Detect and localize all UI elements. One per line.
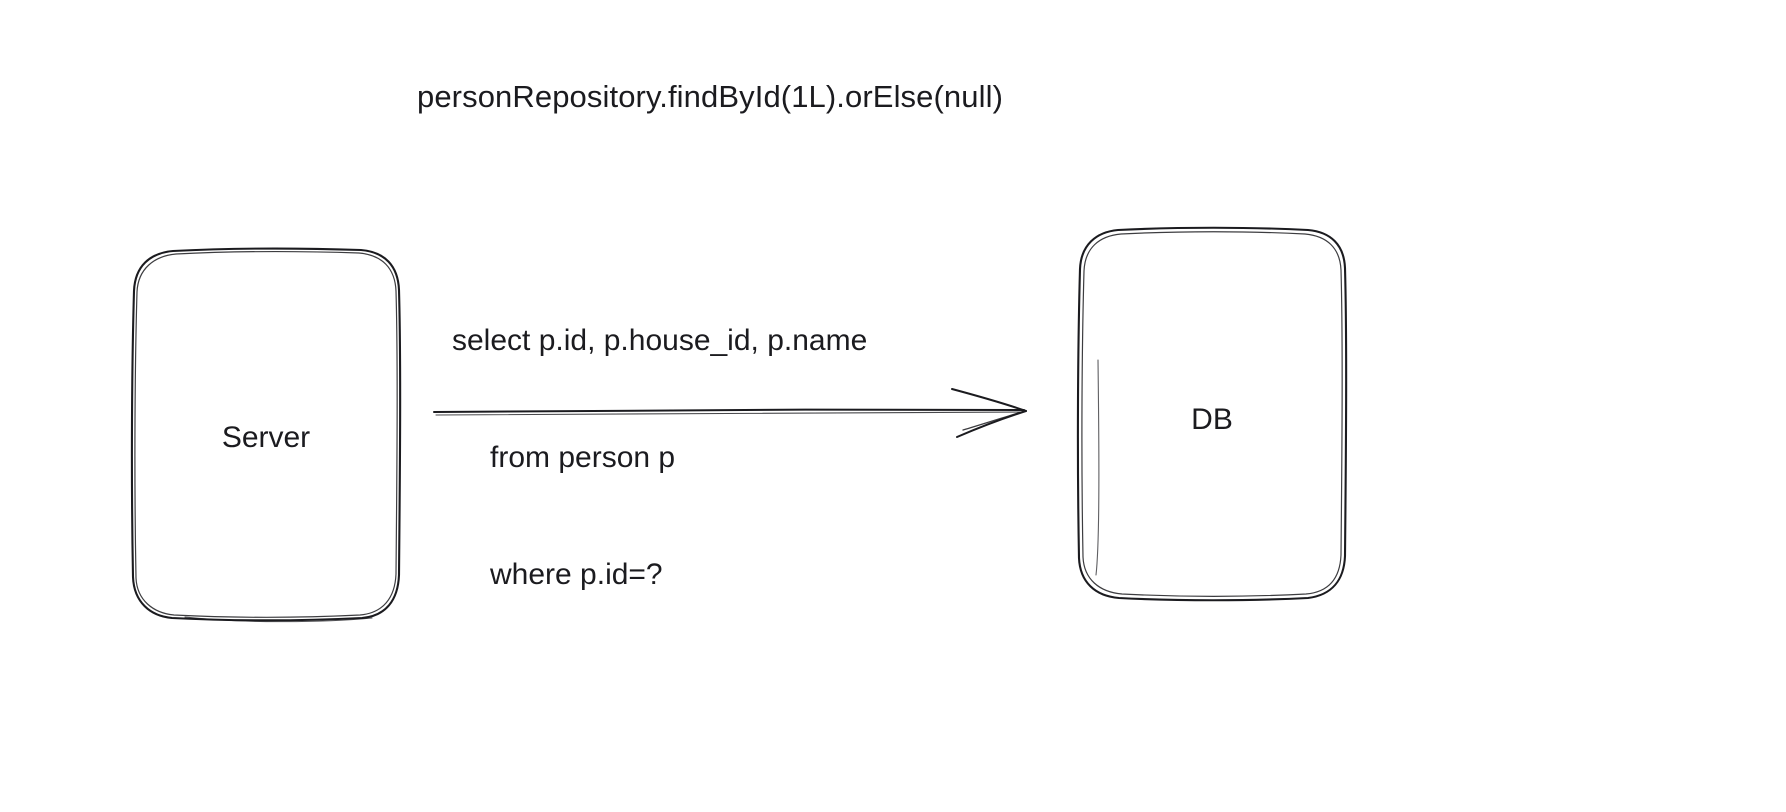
edge-label-sql: select p.id, p.house_id, p.name from per…	[452, 243, 867, 672]
node-server-label: Server	[221, 421, 311, 454]
diagram-title: personRepository.findById(1L).orElse(nul…	[417, 79, 1003, 114]
node-db-label: DB	[1191, 403, 1233, 436]
sql-line-select: select p.id, p.house_id, p.name	[452, 324, 868, 357]
sql-line-from: from person p	[490, 441, 676, 474]
sql-line-where: where p.id=?	[490, 558, 663, 591]
